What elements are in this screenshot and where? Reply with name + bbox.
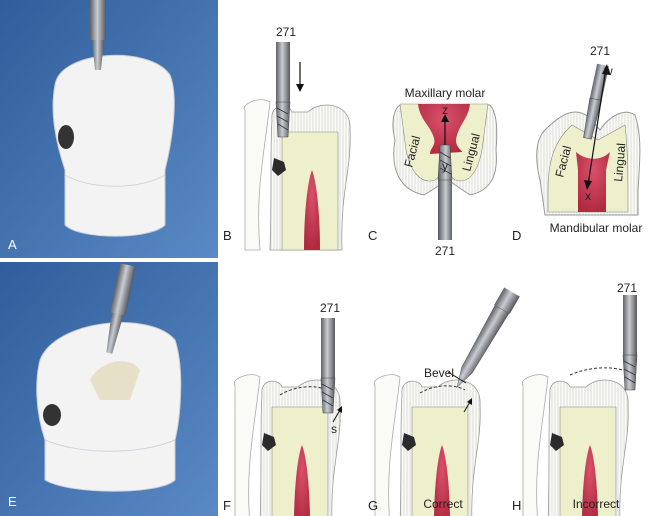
bur-label-b: 271 [276, 25, 296, 39]
axis-y-label: y [442, 159, 448, 173]
panel-label-h: H [512, 498, 521, 513]
panel-label-e: E [8, 494, 17, 509]
panel-label-b: B [223, 228, 232, 243]
bur-271-h [622, 294, 638, 391]
bur-271-f [320, 317, 336, 414]
diagram-h: 271 Incorrect H [512, 281, 638, 516]
bur-label-f: 271 [320, 301, 340, 315]
panel-label-c: C [368, 228, 377, 243]
bur-271-b [275, 41, 291, 138]
panel-label-f: F [223, 498, 231, 513]
bur-label-h: 271 [617, 281, 637, 295]
mandibular-molar-label: Mandibular molar [550, 221, 643, 235]
down-arrow-icon [296, 84, 304, 92]
axis-x-label: x [585, 189, 591, 203]
diagram-g: Bevel Correct G [368, 287, 520, 516]
diagram-c: Maxillary molar z y Facial Lingual 271 C [368, 86, 498, 258]
maxillary-molar-label: Maxillary molar [405, 86, 486, 100]
lingual-label-d: Lingual [611, 142, 628, 182]
s-label: s [331, 422, 337, 436]
diagram-d: 271 w x Facial Lingual Mandibular molar … [512, 44, 642, 243]
photo-e: E [0, 262, 218, 516]
bur-label-d: 271 [590, 44, 610, 58]
panel-label-a: A [8, 237, 17, 252]
axis-z-label: z [442, 103, 448, 117]
bevel-label: Bevel [424, 366, 454, 380]
panel-label-d: D [512, 228, 521, 243]
diagram-b: 271 B [223, 25, 351, 251]
axis-w-label: w [603, 64, 613, 78]
photo-a: A [0, 0, 218, 258]
bur-label-c: 271 [435, 244, 455, 258]
panel-label-g: G [368, 498, 378, 513]
diagram-f: 271 s F [223, 301, 342, 516]
incorrect-label: Incorrect [573, 497, 620, 511]
correct-label: Correct [423, 497, 463, 511]
